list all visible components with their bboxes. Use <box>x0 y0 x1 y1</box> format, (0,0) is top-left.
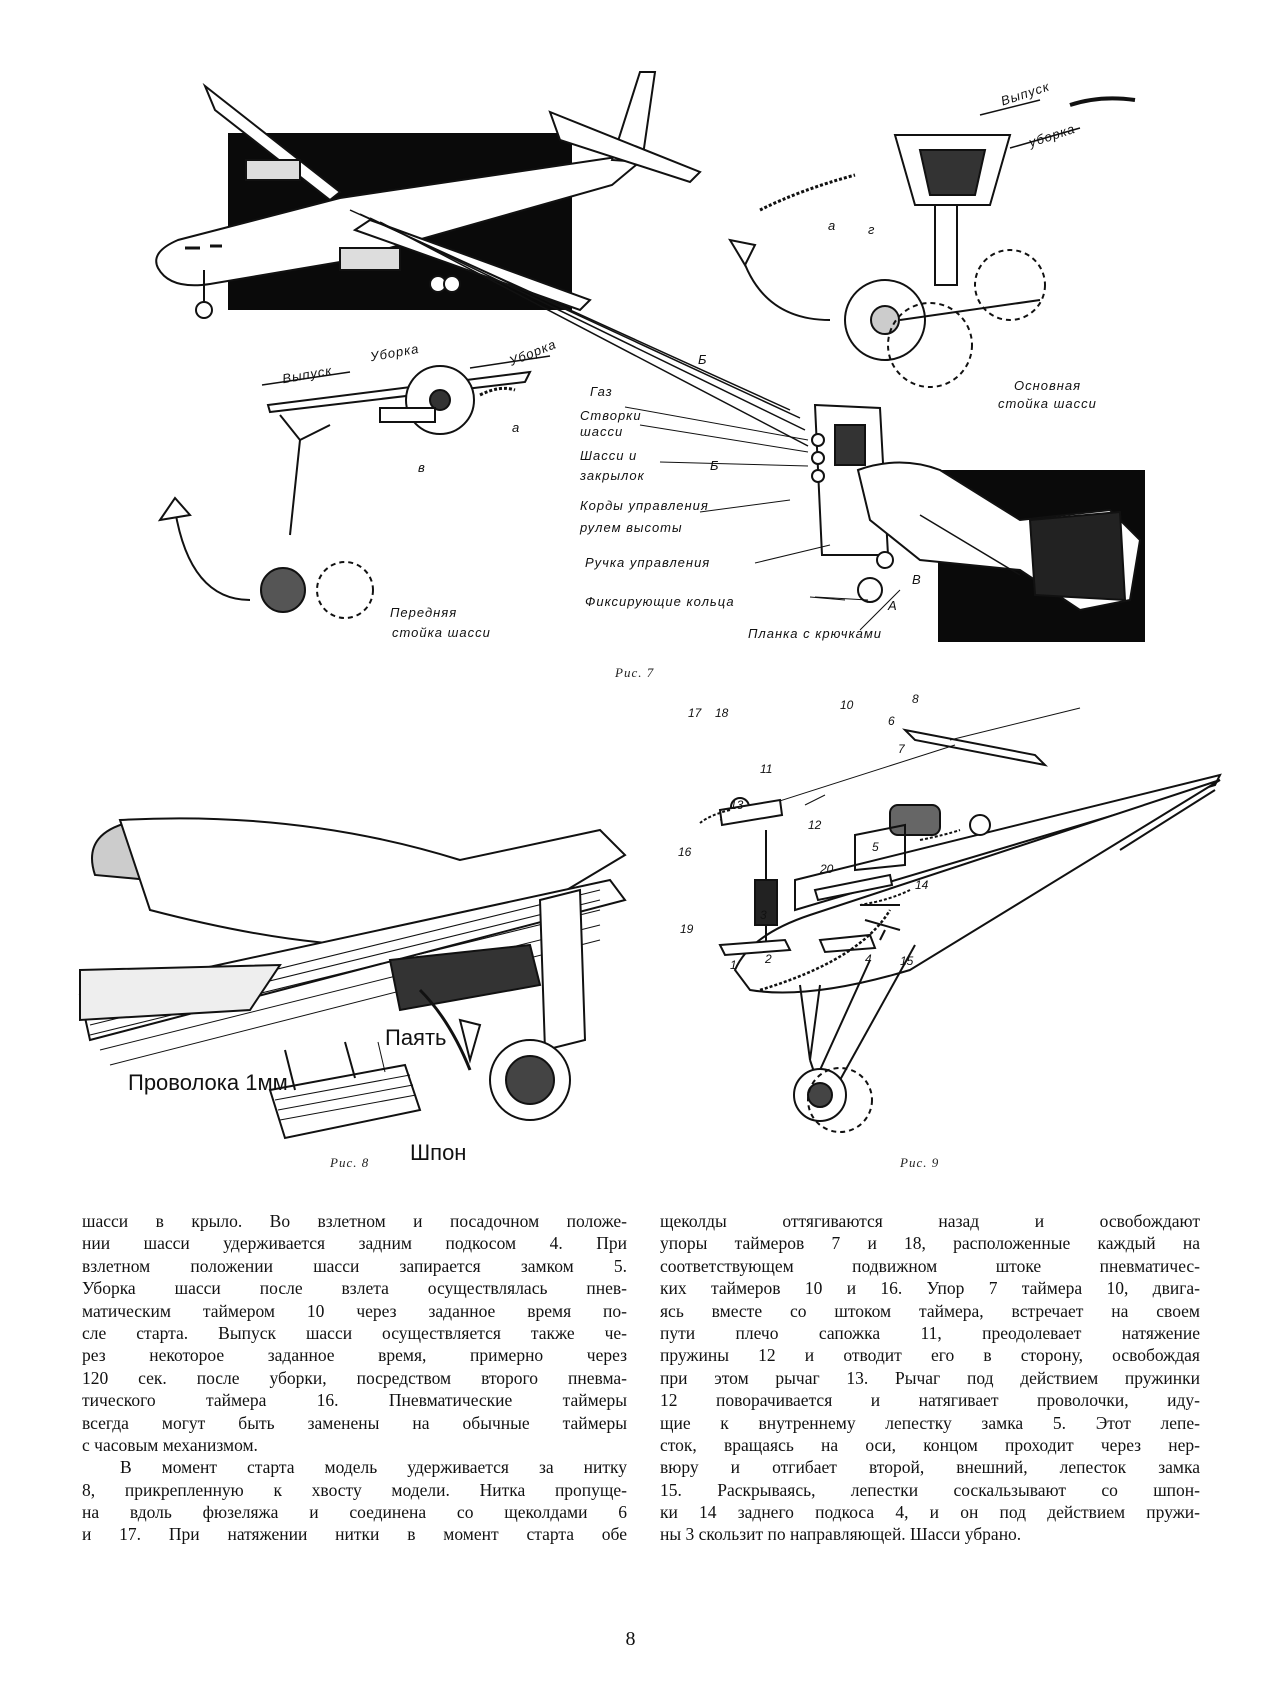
text-line: соответствующем подвижном штоке пневмати… <box>660 1255 1200 1276</box>
text-column-left: шасси в крыло. Во взлетном и посадочном … <box>82 1210 627 1546</box>
fig9-num-18: 18 <box>715 706 729 720</box>
label-shpon: Шпон <box>410 1140 467 1165</box>
text-line: шасси в крыло. Во взлетном и посадочном … <box>82 1211 627 1231</box>
text-line: 15. Раскрываясь, лепестки соскальзывают … <box>660 1479 1200 1500</box>
text-line: В момент старта модель удерживается за н… <box>120 1457 627 1478</box>
label-shassi-zakr-1: Шасси и <box>580 448 638 463</box>
fig9-num-7: 7 <box>898 742 905 756</box>
fig9-num-19: 19 <box>680 922 694 936</box>
control-handle-illustration <box>811 403 1142 612</box>
fig9-num-10: 10 <box>840 698 854 712</box>
fig9-num-12: 12 <box>808 818 822 832</box>
figure-7-caption: Рис. 7 <box>615 665 655 680</box>
text-column-right: щеколды оттягиваются назад и освобождают… <box>660 1210 1200 1546</box>
fig9-num-17: 17 <box>688 706 702 720</box>
label-a-nose: а <box>512 420 521 435</box>
label-kordy-2: рулем высоты <box>580 520 683 535</box>
text-line: при этом рычаг 13. Рычаг под действием п… <box>660 1367 1200 1388</box>
label-ruchka: Ручка управления <box>585 555 711 570</box>
fig9-num-16: 16 <box>678 845 692 859</box>
label-gaz: Газ <box>590 384 613 399</box>
page-number: 8 <box>625 1628 636 1650</box>
text-line: рез некоторое заданное время, примерно ч… <box>82 1345 627 1366</box>
label-planka: Планка с крючками <box>748 626 883 641</box>
text-line: щие к внутреннему лепестку замка 5. Этот… <box>660 1412 1200 1433</box>
figure-9: 8 17 18 10 6 7 11 13 12 16 5 20 14 19 3 … <box>660 690 1260 1170</box>
text-line: 120 сек. после уборки, посредством второ… <box>82 1367 627 1388</box>
figure-9-drawing <box>699 707 1222 1133</box>
label-main-gear-1: Основная <box>1014 378 1082 393</box>
fig9-num-15: 15 <box>900 954 914 968</box>
text-line: пружины 12 и отводит его в сторону, осво… <box>660 1345 1200 1366</box>
fig9-num-4: 4 <box>865 952 872 966</box>
figure-7-drawing <box>155 71 1145 642</box>
label-main-gear-2: стойка шасси <box>998 396 1097 411</box>
fig9-num-20: 20 <box>820 862 834 876</box>
figure-8-drawing <box>78 817 627 1140</box>
figure-7: Выпуск уборка а г Основная стойка шасси … <box>0 0 1261 700</box>
text-line: сток, вращаясь на оси, концом проходит ч… <box>660 1434 1200 1455</box>
label-A: А <box>888 598 898 613</box>
text-line: Уборка шасси после взлета осуществлялась… <box>82 1278 627 1299</box>
text-line: 8, прикрепленную к хвосту модели. Нитка … <box>82 1479 627 1500</box>
fig9-num-14: 14 <box>915 878 929 892</box>
text-line: матическим таймером 10 через заданное вр… <box>82 1300 627 1321</box>
text-line: и 17. При натяжении нитки в момент старт… <box>82 1524 627 1545</box>
fig9-num-1: 1 <box>730 958 737 972</box>
nose-gear-illustration <box>157 355 551 619</box>
airplane-illustration <box>155 71 809 447</box>
text-line: сле старта. Выпуск шасси осуществляется … <box>82 1322 627 1343</box>
text-line: с часовым механизмом. <box>82 1434 258 1455</box>
label-nose-gear-1: Передняя <box>390 605 458 620</box>
figure-8-caption: Рис. 8 <box>330 1155 370 1170</box>
label-stvorki-1: Створки <box>580 408 642 423</box>
label-nose-gear-2: стойка шасси <box>392 625 491 640</box>
label-stvorki-2: шасси <box>580 424 624 439</box>
label-kordy-1: Корды управления <box>580 498 709 513</box>
label-B2: Б <box>710 458 720 473</box>
text-line: нии шасси удерживается задним подкосом 4… <box>82 1233 627 1254</box>
label-g-main: г <box>868 222 876 237</box>
label-v-nose: в <box>418 460 426 475</box>
text-line: пути плечо сапожка 11, преодолевает натя… <box>660 1322 1200 1343</box>
fig9-num-11: 11 <box>760 762 773 776</box>
text-line: тического таймера 16. Пневматические тай… <box>82 1390 627 1411</box>
fig9-num-2: 2 <box>765 952 772 966</box>
text-line: ясь вместе со штоком таймера, встречает … <box>660 1300 1200 1321</box>
text-line: ких таймеров 10 и 16. Упор 7 таймера 10,… <box>660 1278 1200 1299</box>
text-line: на вдоль фюзеляжа и соединена со щеколда… <box>82 1502 627 1523</box>
fig9-num-3: 3 <box>760 908 767 922</box>
text-line: вюру и отгибает второй, внешний, лепесто… <box>660 1457 1200 1478</box>
label-a-main: а <box>828 218 837 233</box>
label-payat: Паять <box>385 1025 447 1050</box>
figure-8: Проволока 1мм Паять Шпон Рис. 8 <box>0 780 640 1180</box>
label-V: В <box>912 572 922 587</box>
fig9-num-13: 13 <box>730 798 744 812</box>
text-line: взлетном положении шасси запирается замк… <box>82 1255 627 1276</box>
text-line: упоры таймеров 7 и 18, расположенные каж… <box>660 1233 1200 1254</box>
label-provoloka: Проволока 1мм <box>128 1070 288 1095</box>
label-B1: Б <box>698 352 708 367</box>
fig9-num-8: 8 <box>912 692 919 706</box>
fig9-num-5: 5 <box>872 840 879 854</box>
figure-9-caption: Рис. 9 <box>900 1155 940 1170</box>
text-line: ки 14 заднего подкоса 4, и он под действ… <box>660 1502 1200 1523</box>
text-line: ны 3 скользит по направляющей. Шасси убр… <box>660 1524 1022 1545</box>
text-line: щеколды оттягиваются назад и освобождают <box>660 1211 1200 1231</box>
fig9-num-6: 6 <box>888 714 895 728</box>
leader-lines <box>624 406 901 631</box>
text-line: всегда могут быть заменены на обычные та… <box>82 1412 627 1433</box>
label-koltsa: Фиксирующие кольца <box>585 594 735 609</box>
text-line: 12 поворачивается и натягивает проволочк… <box>660 1390 1200 1411</box>
label-shassi-zakr-2: закрылок <box>580 468 645 483</box>
main-gear-illustration <box>727 96 1136 388</box>
